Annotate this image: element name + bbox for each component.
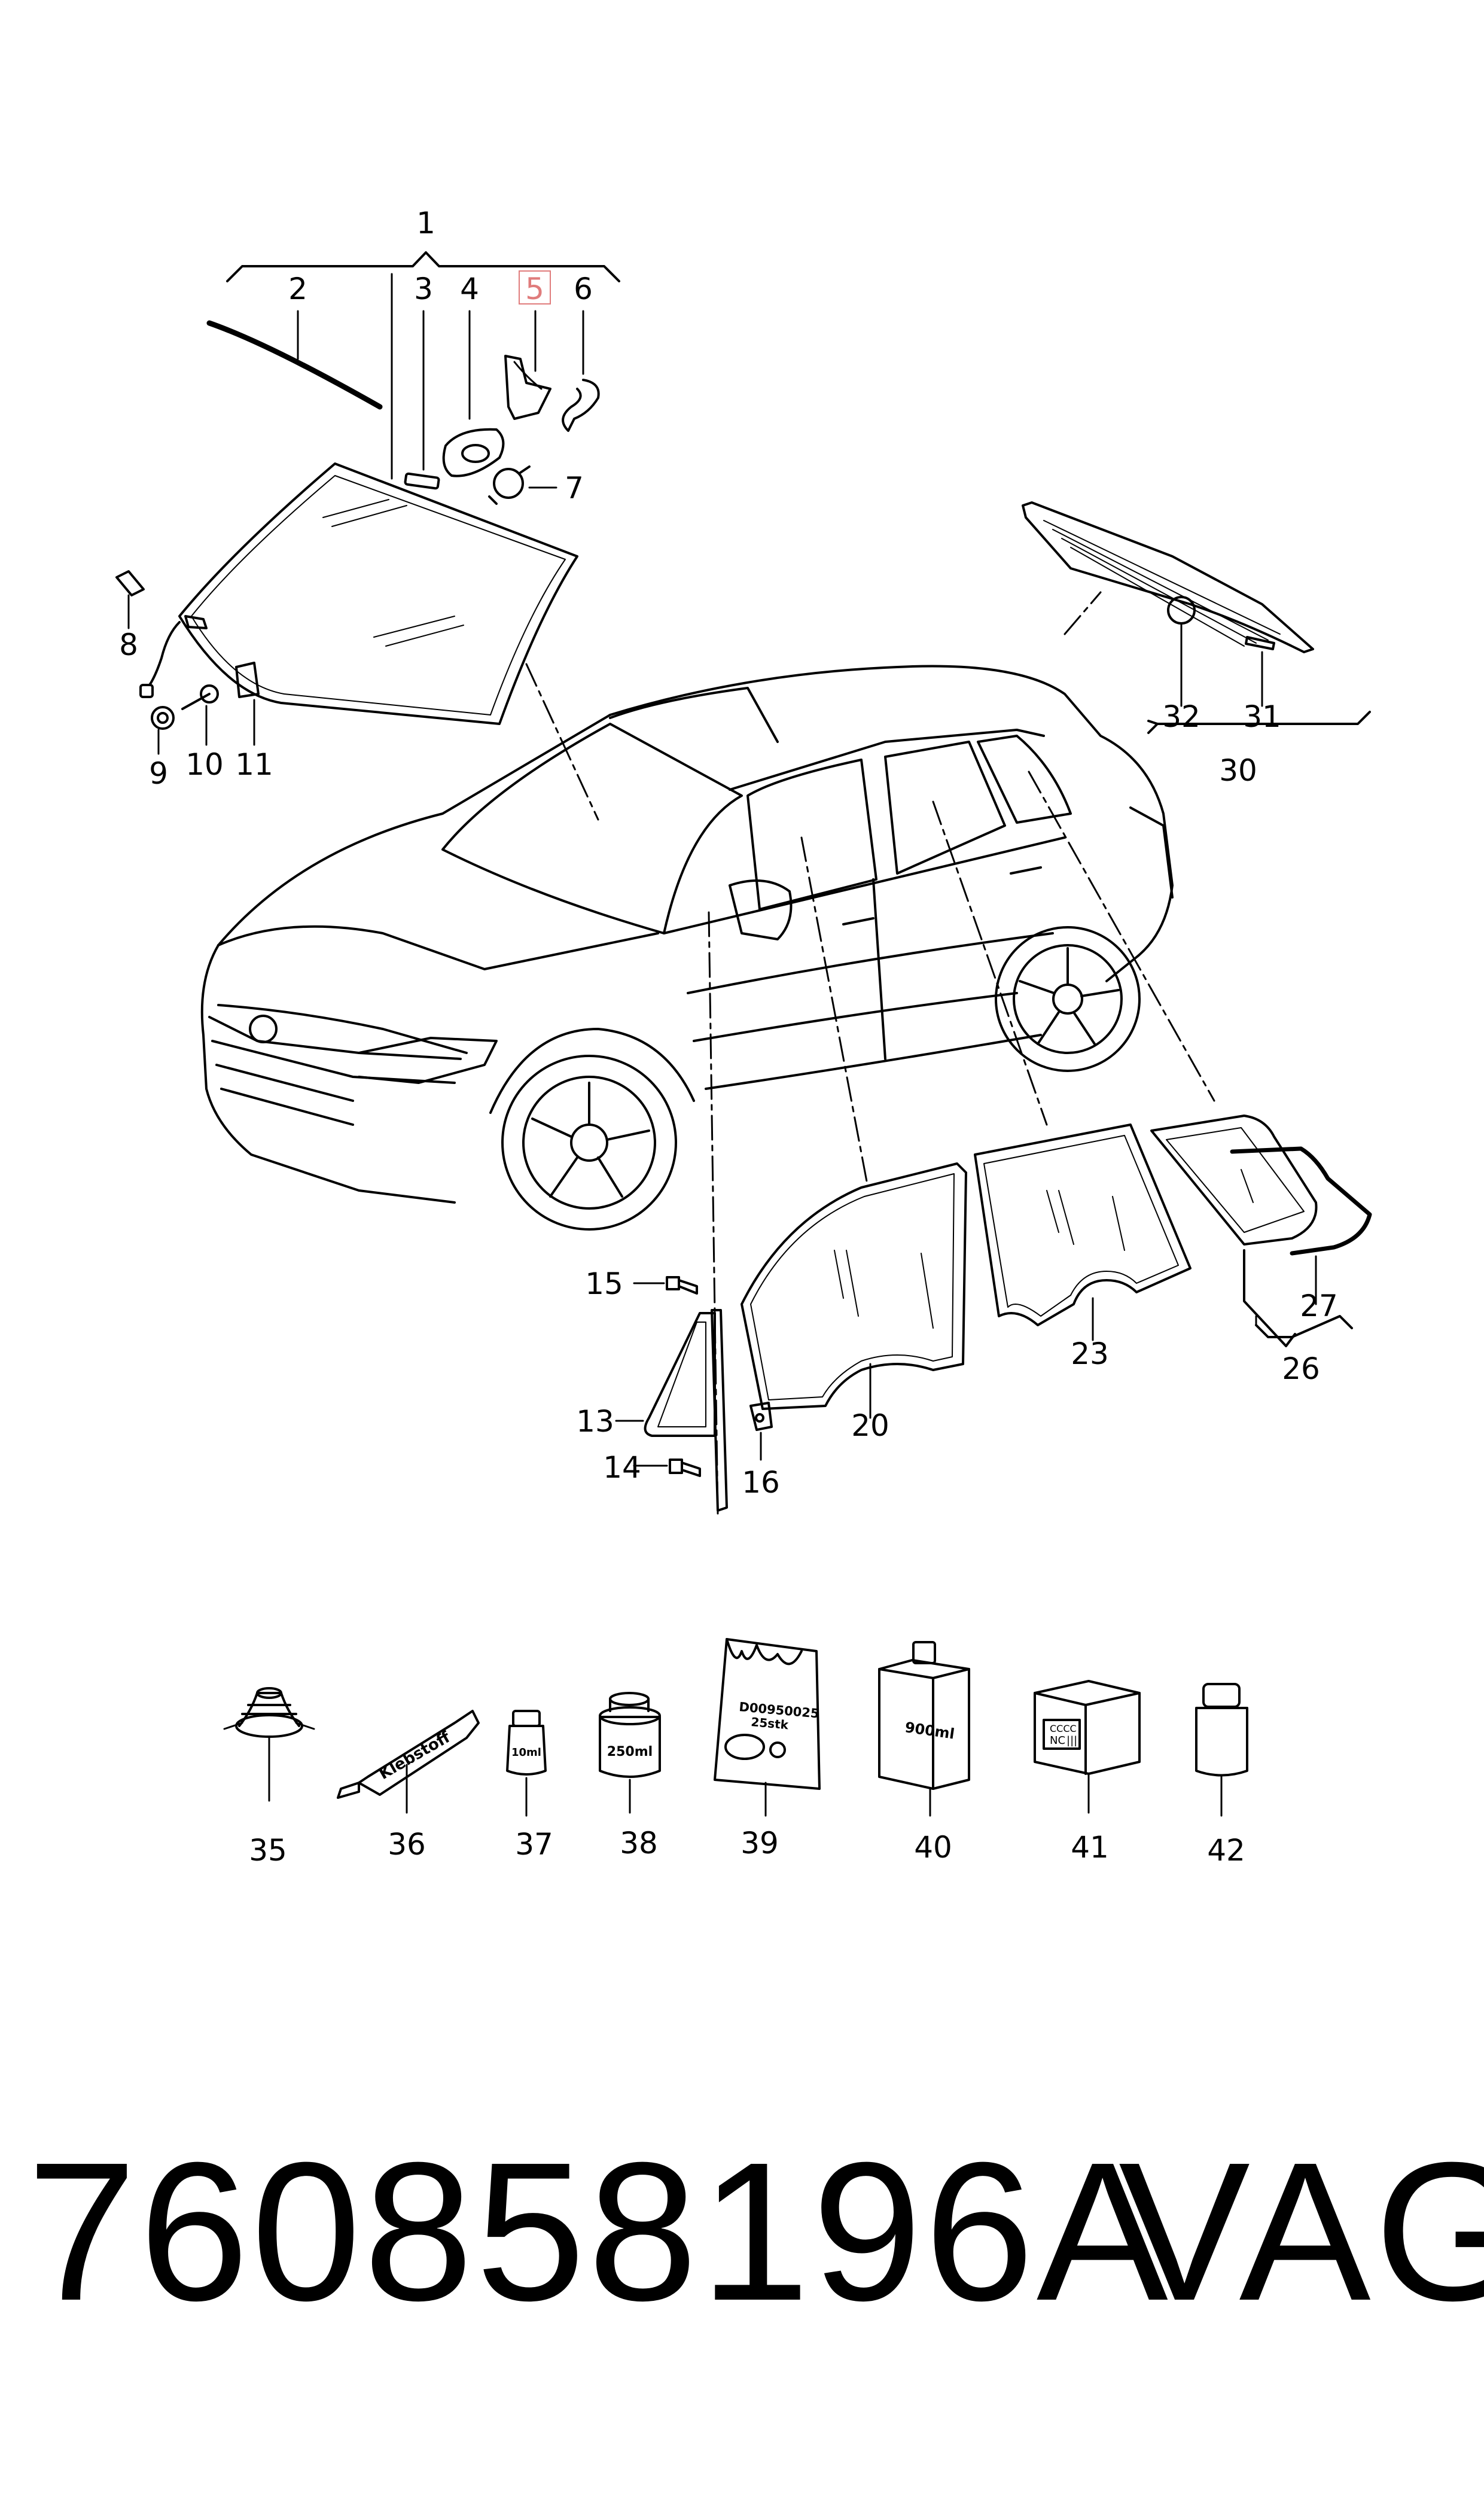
- sensor-cover-5: [504, 310, 551, 420]
- quarter-window-26: [1150, 1115, 1318, 1246]
- callout-20: 20: [851, 1408, 889, 1443]
- callout-labels: 1 2 3 4 5 6 7 8 9 10 11 13 14 15 16 20 2…: [119, 206, 1338, 1868]
- bag-39: [714, 1638, 821, 1817]
- block-11: [235, 662, 260, 746]
- callout-38: 38: [620, 1826, 658, 1861]
- callout-23: 23: [1071, 1336, 1109, 1371]
- callout-26: 26: [1282, 1351, 1320, 1386]
- grommet-35: [223, 1687, 315, 1802]
- callout-7: 7: [565, 471, 584, 506]
- callout-2: 2: [288, 272, 307, 306]
- callout-15: 15: [585, 1266, 623, 1301]
- callout-27: 27: [1300, 1289, 1338, 1323]
- rear-door-glass-23: [974, 1123, 1192, 1341]
- callout-6: 6: [574, 272, 593, 306]
- exploded-view-diagram: 1 2 3 4 5 6 7 8 9 10 11 13 14 15 16 20 2…: [115, 206, 1372, 1868]
- callout-31: 31: [1243, 699, 1281, 734]
- trim-strip-2: [206, 310, 383, 410]
- callout-42: 42: [1207, 1833, 1245, 1868]
- callout-highlight-5: [519, 270, 551, 305]
- footer: 760858196A VAG: [0, 2106, 1484, 2357]
- callout-10: 10: [185, 747, 224, 782]
- bag-qty-label: 25stk: [751, 1715, 790, 1732]
- sensor-housing-4: [442, 310, 505, 477]
- group-bracket-26: [1243, 1249, 1353, 1347]
- button-32: [1167, 596, 1196, 707]
- rain-sensor-7: [488, 465, 557, 505]
- rear-window-30: [1022, 501, 1371, 734]
- vehicle-body: [200, 665, 1174, 1231]
- can-38-label: 250ml: [607, 1744, 653, 1759]
- nut-9: [151, 706, 175, 755]
- bracket-16: [749, 1402, 773, 1461]
- callout-14: 14: [603, 1450, 641, 1485]
- pad-3: [404, 310, 440, 490]
- callout-4: 4: [460, 272, 479, 306]
- clip-31: [1245, 636, 1275, 707]
- cable-6: [562, 310, 600, 432]
- glass-leaders: [708, 771, 1215, 1515]
- jar-42: [1195, 1683, 1248, 1817]
- callout-3: 3: [414, 272, 433, 306]
- box-41-label-2: NC: [1050, 1734, 1065, 1747]
- window-channel: [711, 1309, 728, 1512]
- callout-9: 9: [149, 756, 168, 791]
- adhesive-tube-36: [337, 1710, 480, 1814]
- callout-13: 13: [576, 1404, 614, 1439]
- windshield: [139, 462, 578, 725]
- box-40-label: 900ml: [904, 1719, 955, 1742]
- bottle-37-label: 10ml: [511, 1746, 541, 1759]
- callout-40: 40: [914, 1830, 952, 1865]
- box-41-bars: |||: [1066, 1734, 1077, 1747]
- callout-11: 11: [235, 747, 273, 782]
- callout-8: 8: [119, 628, 138, 662]
- clip-8: [115, 570, 145, 629]
- callout-36: 36: [388, 1827, 426, 1862]
- callout-30: 30: [1219, 753, 1257, 788]
- callout-5: 5: [525, 272, 544, 306]
- bottle-37: [506, 1710, 547, 1817]
- can-38: [599, 1692, 661, 1814]
- quarter-glass-13: [615, 1312, 716, 1437]
- callout-37: 37: [515, 1827, 553, 1862]
- part-number: 760858196A: [27, 2121, 1171, 2342]
- callout-39: 39: [741, 1826, 779, 1861]
- screw-14: [633, 1459, 701, 1477]
- box-41: [1034, 1680, 1141, 1814]
- callout-35: 35: [249, 1833, 287, 1868]
- front-door-glass-20: [741, 1162, 967, 1419]
- callout-32: 32: [1162, 699, 1200, 734]
- tube-label: Klebstoff: [376, 1728, 454, 1784]
- group-bracket-1: [226, 251, 620, 282]
- seal-27: [1230, 1146, 1372, 1305]
- callout-1: 1: [416, 206, 435, 240]
- stud-10: [181, 684, 219, 746]
- callout-16: 16: [742, 1465, 780, 1500]
- box-40: [878, 1641, 970, 1817]
- brand-name: VAG: [1119, 2121, 1484, 2342]
- box-41-label-1: CCCC: [1050, 1723, 1077, 1734]
- screw-15: [633, 1276, 698, 1295]
- callout-41: 41: [1071, 1830, 1109, 1865]
